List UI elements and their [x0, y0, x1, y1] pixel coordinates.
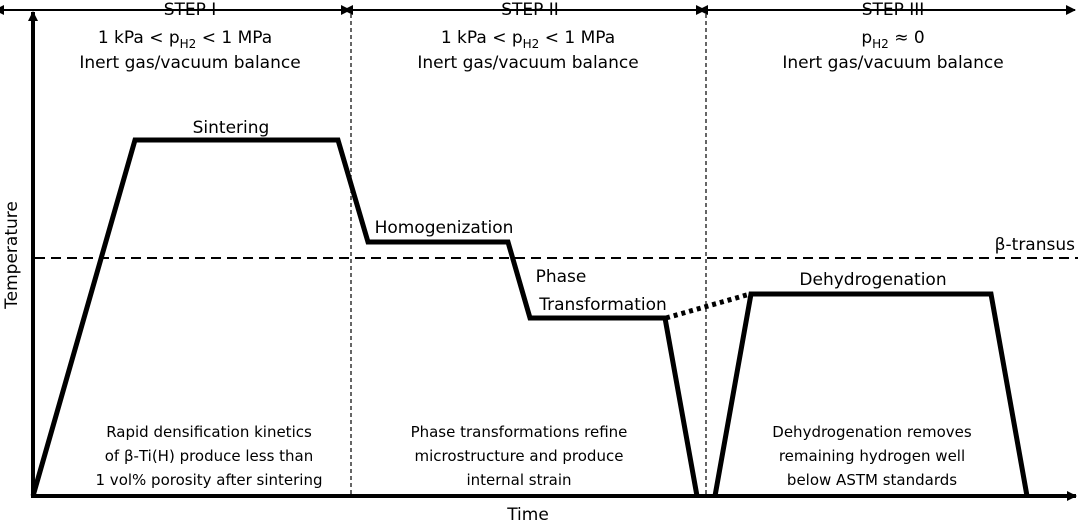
sintering-label: Sintering — [193, 118, 270, 138]
step2-title: STEP II — [501, 0, 559, 20]
y-axis-title: Temperature — [2, 201, 22, 310]
temperature-profile-step-3 — [712, 291, 1030, 497]
x-axis-title: Time — [506, 505, 549, 525]
step3-note-line2: remaining hydrogen well — [779, 447, 965, 465]
phase-label: Phase — [536, 267, 587, 287]
step2-note-line1: Phase transformations refine — [411, 423, 628, 441]
step3-balance: Inert gas/vacuum balance — [782, 53, 1003, 73]
step1-pressure: 1 kPa < pH2 < 1 MPa — [98, 28, 272, 51]
cooling-dotted-segment — [665, 291, 751, 321]
dehydrogenation-label: Dehydrogenation — [799, 270, 946, 290]
step1-title: STEP I — [164, 0, 217, 20]
step3-pressure: pH2 ≈ 0 — [861, 28, 924, 51]
step2-note-line3: internal strain — [466, 471, 571, 489]
step3-title: STEP III — [862, 0, 925, 20]
temperature-profile-steps-1-2 — [30, 137, 700, 497]
step1-note-line2: of β-Ti(H) produce less than — [105, 447, 314, 465]
step2-note-line2: microstructure and produce — [415, 447, 624, 465]
beta-transus-label: β-transus — [995, 235, 1075, 255]
homogenization-label: Homogenization — [375, 218, 514, 238]
step1-balance: Inert gas/vacuum balance — [79, 53, 300, 73]
transformation-label: Transformation — [538, 295, 667, 315]
step3-note-line3: below ASTM standards — [787, 471, 957, 489]
step1-note-line1: Rapid densification kinetics — [106, 423, 312, 441]
step3-note-line1: Dehydrogenation removes — [772, 423, 972, 441]
step2-balance: Inert gas/vacuum balance — [417, 53, 638, 73]
step2-pressure: 1 kPa < pH2 < 1 MPa — [441, 28, 615, 51]
step1-note-line3: 1 vol% porosity after sintering — [96, 471, 323, 489]
